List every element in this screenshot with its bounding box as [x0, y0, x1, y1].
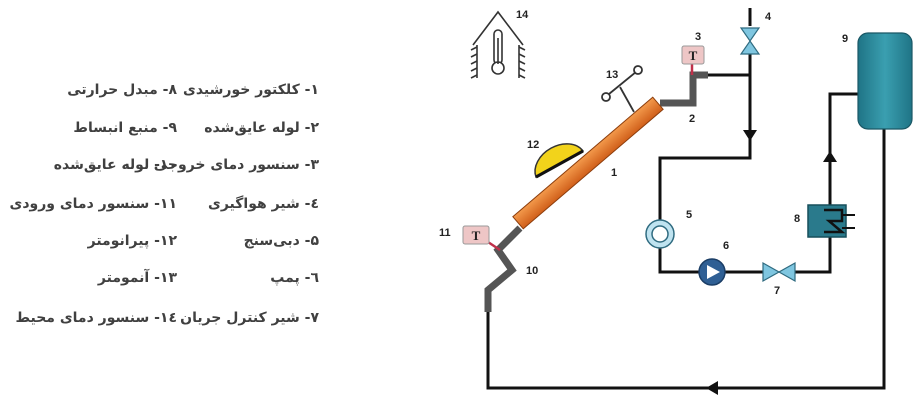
label-num-ambient-sensor: 14 — [516, 9, 529, 21]
legend-item-air-valve: ٤- شیر هواگیری — [208, 196, 319, 212]
outlet-sensor-letter: T — [689, 48, 698, 63]
label-num-outlet-sensor: 3 — [695, 31, 701, 43]
ambient-temperature-sensor-icon — [470, 10, 526, 79]
legend-item-insulated-pipe: ۲- لوله عایق‌شده — [204, 120, 319, 136]
inlet-temperature-sensor: T — [462, 225, 501, 252]
legend-item-pump: ٦- پمپ — [270, 270, 319, 286]
pyranometer-icon — [534, 143, 585, 179]
label-num-pyranometer: 12 — [527, 139, 539, 151]
control-valve-icon — [762, 261, 796, 283]
solar-collector — [512, 96, 664, 230]
label-num-outlet-pipe: 2 — [689, 113, 695, 125]
pipe-loop — [486, 50, 886, 390]
anemometer-icon — [601, 65, 643, 113]
flow-arrow-up — [823, 151, 837, 162]
label-num-flow-meter: 5 — [686, 209, 692, 221]
label-num-anemometer: 13 — [606, 69, 618, 81]
legend-item-anemometer: ۱۳- آنمومتر — [97, 270, 177, 286]
label-num-inlet-sensor: 11 — [439, 227, 451, 239]
label-num-expansion-tank: 9 — [842, 33, 848, 45]
label-num-inlet-pipe: 10 — [526, 265, 538, 277]
flow-arrow-left — [706, 381, 718, 395]
flow-meter-icon — [645, 219, 675, 249]
label-num-heat-exchanger: 8 — [794, 213, 800, 225]
legend-item-inlet-sensor: ۱۱- سنسور دمای ورودی — [9, 196, 177, 212]
inlet-sensor-letter: T — [472, 228, 481, 243]
pump-icon — [698, 258, 726, 286]
label-num-collector: 1 — [611, 167, 617, 179]
air-valve-icon — [739, 8, 761, 55]
legend-item-expansion-tank: ۹- منبع انبساط — [73, 120, 177, 136]
expansion-tank-icon — [857, 32, 913, 130]
legend: ۱- کلکتور خورشیدی ۲- لوله عایق‌شده ۳- سن… — [0, 0, 430, 398]
label-num-control-valve: 7 — [774, 285, 780, 297]
flow-arrow-down — [743, 130, 757, 141]
legend-item-flow-meter: ۵- دبی‌سنج — [243, 233, 319, 249]
legend-item-outlet-sensor: ۳- سنسور دمای خروجی — [153, 157, 319, 173]
insulated-inlet-pipe — [484, 225, 523, 312]
legend-item-collector: ۱- کلکتور خورشیدی — [183, 82, 319, 98]
legend-item-insulated-pipe-2: ۱۰- لوله عایق‌شده — [53, 157, 177, 173]
outlet-temperature-sensor: T — [681, 45, 705, 75]
insulated-outlet-pipe — [660, 71, 708, 107]
heat-exchanger-icon — [807, 204, 855, 238]
label-num-air-valve: 4 — [765, 11, 772, 23]
label-num-pump: 6 — [723, 240, 729, 252]
legend-item-heat-exchanger: ۸- مبدل حرارتی — [67, 82, 177, 98]
legend-item-pyranometer: ۱۲- پیرانومتر — [87, 233, 177, 249]
legend-item-control-valve: ۷- شیر کنترل جریان — [180, 310, 319, 326]
legend-item-ambient-sensor: ۱٤- سنسور دمای محیط — [15, 310, 178, 326]
